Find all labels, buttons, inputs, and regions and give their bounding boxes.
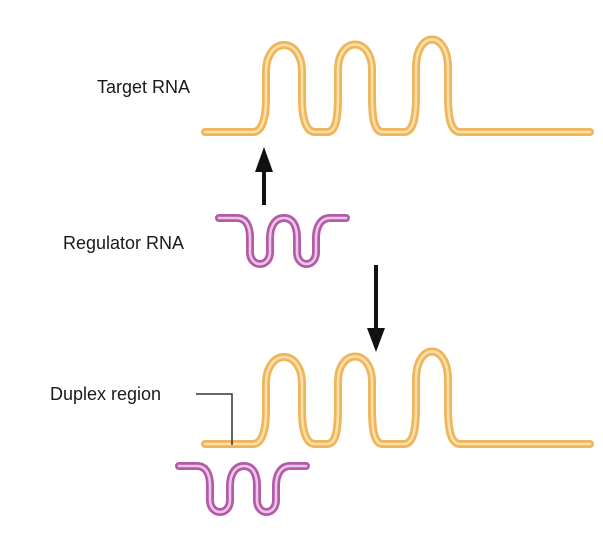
target-rna-lower (205, 352, 590, 445)
regulator-rna (219, 218, 346, 264)
down-arrow (367, 265, 385, 352)
target-rna-label: Target RNA (97, 77, 191, 97)
duplex-region-label: Duplex region (50, 384, 162, 404)
regulator-rna-label: Regulator RNA (63, 233, 185, 253)
up-arrow (255, 147, 273, 205)
regulator-rna-bound (179, 466, 306, 512)
duplex-leader-line (196, 393, 233, 445)
target-rna-upper (205, 40, 590, 133)
